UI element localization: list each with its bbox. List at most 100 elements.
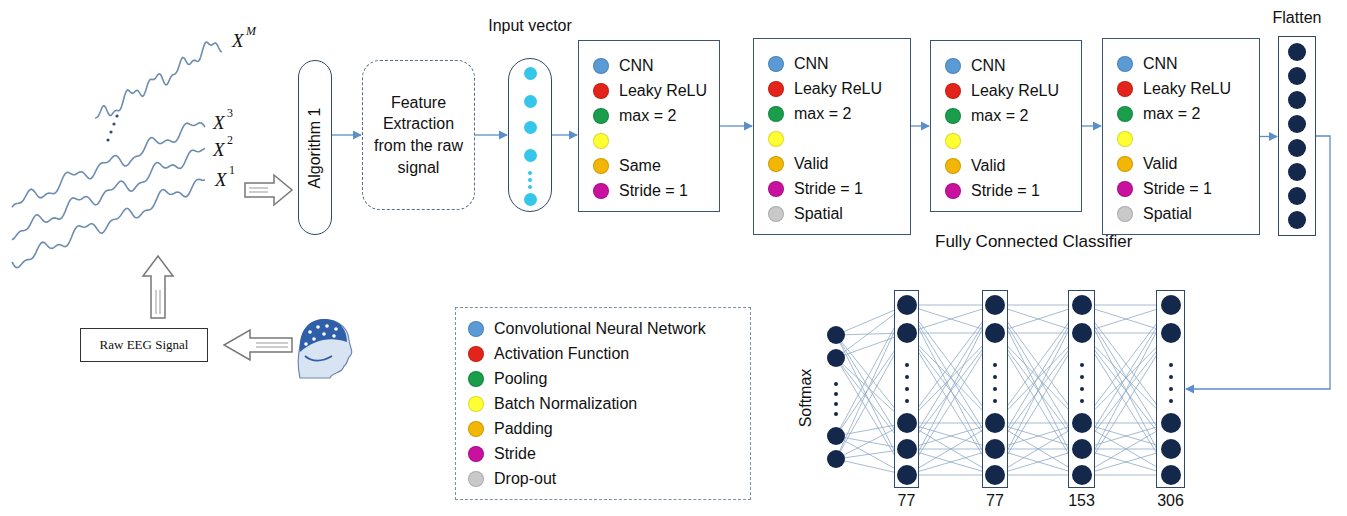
block-row: Stride = 1	[945, 178, 1071, 203]
bullet	[1117, 106, 1133, 122]
bullet	[768, 156, 784, 172]
neuron	[1161, 439, 1181, 459]
block-text: Stride = 1	[971, 182, 1040, 200]
block-row: max = 2	[768, 101, 900, 126]
eeg-waves	[12, 42, 222, 268]
block-row	[593, 128, 709, 153]
neuron	[1288, 115, 1306, 133]
process-pill: Algorithm 1	[298, 60, 332, 235]
neuron	[1072, 323, 1092, 343]
legend-swatch	[468, 321, 484, 337]
bullet	[1117, 131, 1133, 147]
ellipsis-dot	[1169, 399, 1173, 403]
block-row: CNN	[1117, 51, 1249, 76]
bullet	[593, 158, 609, 174]
dense-layer: 153	[1068, 290, 1095, 488]
block-row: Stride = 1	[768, 176, 900, 201]
neuron	[1072, 413, 1092, 433]
neuron	[1288, 211, 1306, 229]
input-dot	[524, 67, 537, 80]
block-row: Stride = 1	[1117, 176, 1249, 201]
neuron	[897, 295, 917, 315]
bullet	[945, 83, 961, 99]
block-text: CNN	[1143, 55, 1178, 73]
signal-label: 3	[227, 106, 233, 121]
connector	[911, 126, 929, 127]
hollow-arrow	[224, 330, 292, 360]
legend-row: Padding	[468, 416, 738, 441]
block-text: Spatial	[794, 205, 843, 223]
neuron	[1161, 295, 1181, 315]
block-text: max = 2	[794, 105, 851, 123]
connector	[552, 135, 577, 136]
hollow-arrow-line	[160, 290, 161, 314]
signal-box: Raw EEG Signal	[80, 328, 208, 362]
hollow-arrow	[245, 175, 292, 205]
ellipsis-dot	[1169, 387, 1173, 391]
ellipsis-dot	[993, 387, 997, 391]
ellipsis-dot	[834, 392, 838, 396]
layer-size: 77	[898, 492, 916, 510]
ellipsis-dot	[109, 130, 112, 133]
signal-name: Raw EEG Signal	[100, 337, 189, 353]
connector-line	[1082, 125, 1101, 126]
legend-text: Batch Normalization	[494, 395, 637, 413]
block-text: max = 2	[619, 107, 676, 125]
ellipsis-dot	[528, 171, 532, 175]
signal-label: 1	[229, 163, 235, 178]
bullet	[1117, 156, 1133, 172]
signal-label: 2	[227, 133, 233, 148]
bullet	[593, 133, 609, 149]
ellipsis-dot	[1080, 387, 1084, 391]
legend-swatch	[468, 371, 484, 387]
ellipsis-dot	[905, 363, 909, 367]
neuron	[1072, 295, 1092, 315]
ellipsis-dot	[528, 178, 532, 182]
section-title: Fully Connected Classifier	[935, 232, 1132, 252]
ellipsis-dot	[106, 138, 109, 141]
block-text: Stride = 1	[1143, 180, 1212, 198]
legend: Convolutional Neural NetworkActivation F…	[455, 307, 751, 500]
neuron	[985, 465, 1005, 485]
ellipsis-dot	[993, 363, 997, 367]
block-row: Leaky ReLU	[945, 78, 1071, 103]
connector-line	[720, 125, 752, 126]
hollow-arrow-line	[156, 290, 157, 314]
connector	[332, 135, 361, 136]
ellipsis-dot	[834, 382, 838, 386]
layer-heading: Flatten	[1273, 9, 1322, 27]
layer-heading: Input vector	[488, 17, 572, 35]
flatten-layer: Flatten	[1278, 36, 1316, 236]
ellipsis-dot	[905, 399, 909, 403]
hollow-arrow-line	[256, 347, 288, 348]
bullet	[945, 58, 961, 74]
bullet	[1117, 81, 1133, 97]
block-row: Leaky ReLU	[1117, 76, 1249, 101]
block-row: Same	[593, 153, 709, 178]
input-dot	[524, 193, 537, 206]
ellipsis-dot	[834, 412, 838, 416]
block-row: Valid	[945, 153, 1071, 178]
dense-layer: 77	[894, 290, 919, 488]
bullet	[1117, 181, 1133, 197]
bullet	[945, 133, 961, 149]
layer-size: 153	[1068, 492, 1095, 510]
block-row: Stride = 1	[593, 178, 709, 203]
ellipsis-dot	[115, 114, 118, 117]
neuron	[1288, 91, 1306, 109]
block-row: max = 2	[1117, 101, 1249, 126]
softmax-neuron	[827, 427, 845, 445]
ellipsis-dot	[528, 185, 532, 189]
block-row: Leaky ReLU	[768, 76, 900, 101]
ellipsis-dot	[112, 122, 115, 125]
block-row: Valid	[1117, 151, 1249, 176]
bullet	[945, 183, 961, 199]
block-text: CNN	[971, 57, 1006, 75]
block-row: Spatial	[1117, 201, 1249, 226]
block-row: Valid	[768, 151, 900, 176]
neuron	[1288, 163, 1306, 181]
connector-line	[1260, 136, 1277, 137]
ellipsis-dot	[1080, 375, 1084, 379]
block-text: Valid	[971, 157, 1005, 175]
bullet	[593, 58, 609, 74]
